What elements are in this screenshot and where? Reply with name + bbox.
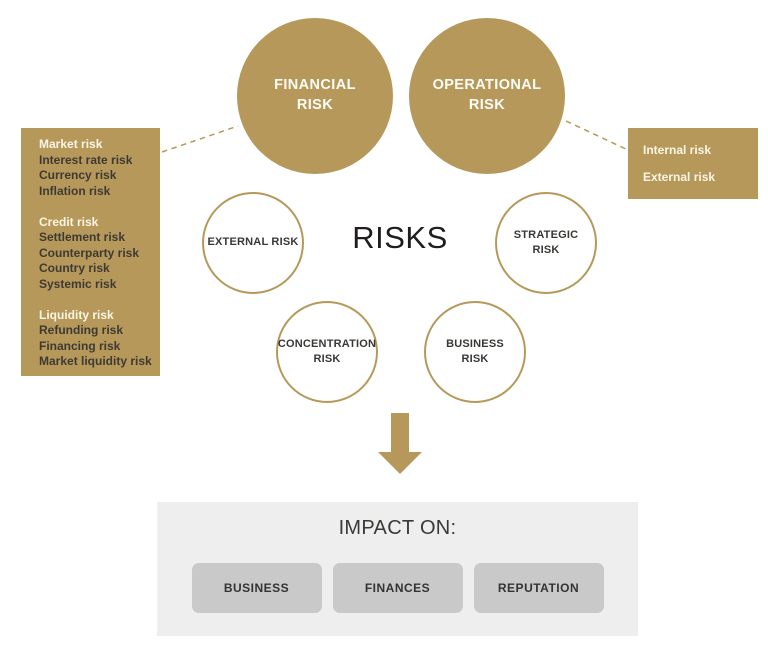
- external-risk-circle: EXTERNAL RISK: [202, 192, 304, 294]
- impact-business-button: BUSINESS: [191, 563, 322, 613]
- financial-risk-label: FINANCIAL RISK: [274, 77, 356, 113]
- list-item: External risk: [643, 170, 716, 184]
- list-item: Systemic risk: [39, 276, 117, 291]
- external-risk-label: EXTERNAL RISK: [207, 236, 299, 249]
- credit-risk-group: Credit risk Settlement risk Counterparty…: [39, 215, 154, 293]
- list-item: Country risk: [39, 261, 110, 275]
- list-item: Interest rate risk: [39, 152, 133, 167]
- group-header: Credit risk: [39, 214, 99, 229]
- business-risk-circle: BUSINESS RISK: [424, 301, 526, 403]
- page-title: RISKS: [352, 220, 448, 255]
- financial-risk-list-box: Market risk Interest rate risk Currency …: [21, 128, 160, 376]
- concentration-risk-label: CONCENTRATION RISK: [277, 337, 377, 365]
- operational-risk-list-box: Internal risk External risk: [628, 128, 758, 199]
- group-header: Market risk: [39, 137, 103, 151]
- impact-buttons-row: BUSINESS FINANCES REPUTATION: [157, 563, 638, 613]
- list-item: Financing risk: [39, 338, 121, 353]
- liquidity-risk-group: Liquidity risk Refunding risk Financing …: [39, 308, 154, 370]
- strategic-risk-circle: STRATEGIC RISK: [495, 192, 597, 294]
- impact-title: IMPACT ON:: [338, 517, 457, 539]
- financial-risk-circle: FINANCIAL RISK: [237, 18, 393, 174]
- impact-finances-button: FINANCES: [332, 563, 463, 613]
- market-risk-group: Market risk Interest rate risk Currency …: [39, 137, 154, 199]
- group-header: Liquidity risk: [39, 307, 114, 322]
- list-item: Internal risk: [643, 143, 712, 157]
- strategic-risk-label: STRATEGIC RISK: [513, 228, 579, 256]
- impact-reputation-button: REPUTATION: [473, 563, 604, 613]
- list-item: Settlement risk: [39, 230, 126, 244]
- list-item: Market liquidity risk: [39, 354, 152, 368]
- dashed-connector-left: [161, 125, 239, 153]
- list-item: Counterparty risk: [39, 245, 140, 260]
- business-risk-label: BUSINESS RISK: [446, 337, 504, 365]
- list-item: Refunding risk: [39, 323, 124, 337]
- list-item: Currency risk: [39, 168, 117, 182]
- operational-risk-circle: OPERATIONAL RISK: [409, 18, 565, 174]
- impact-panel: IMPACT ON: BUSINESS FINANCES REPUTATION: [157, 502, 638, 636]
- down-arrow-icon: [378, 413, 422, 474]
- concentration-risk-circle: CONCENTRATION RISK: [276, 301, 378, 403]
- dashed-connector-right: [565, 120, 629, 151]
- list-item: Inflation risk: [39, 183, 111, 198]
- operational-risk-label: OPERATIONAL RISK: [432, 77, 542, 113]
